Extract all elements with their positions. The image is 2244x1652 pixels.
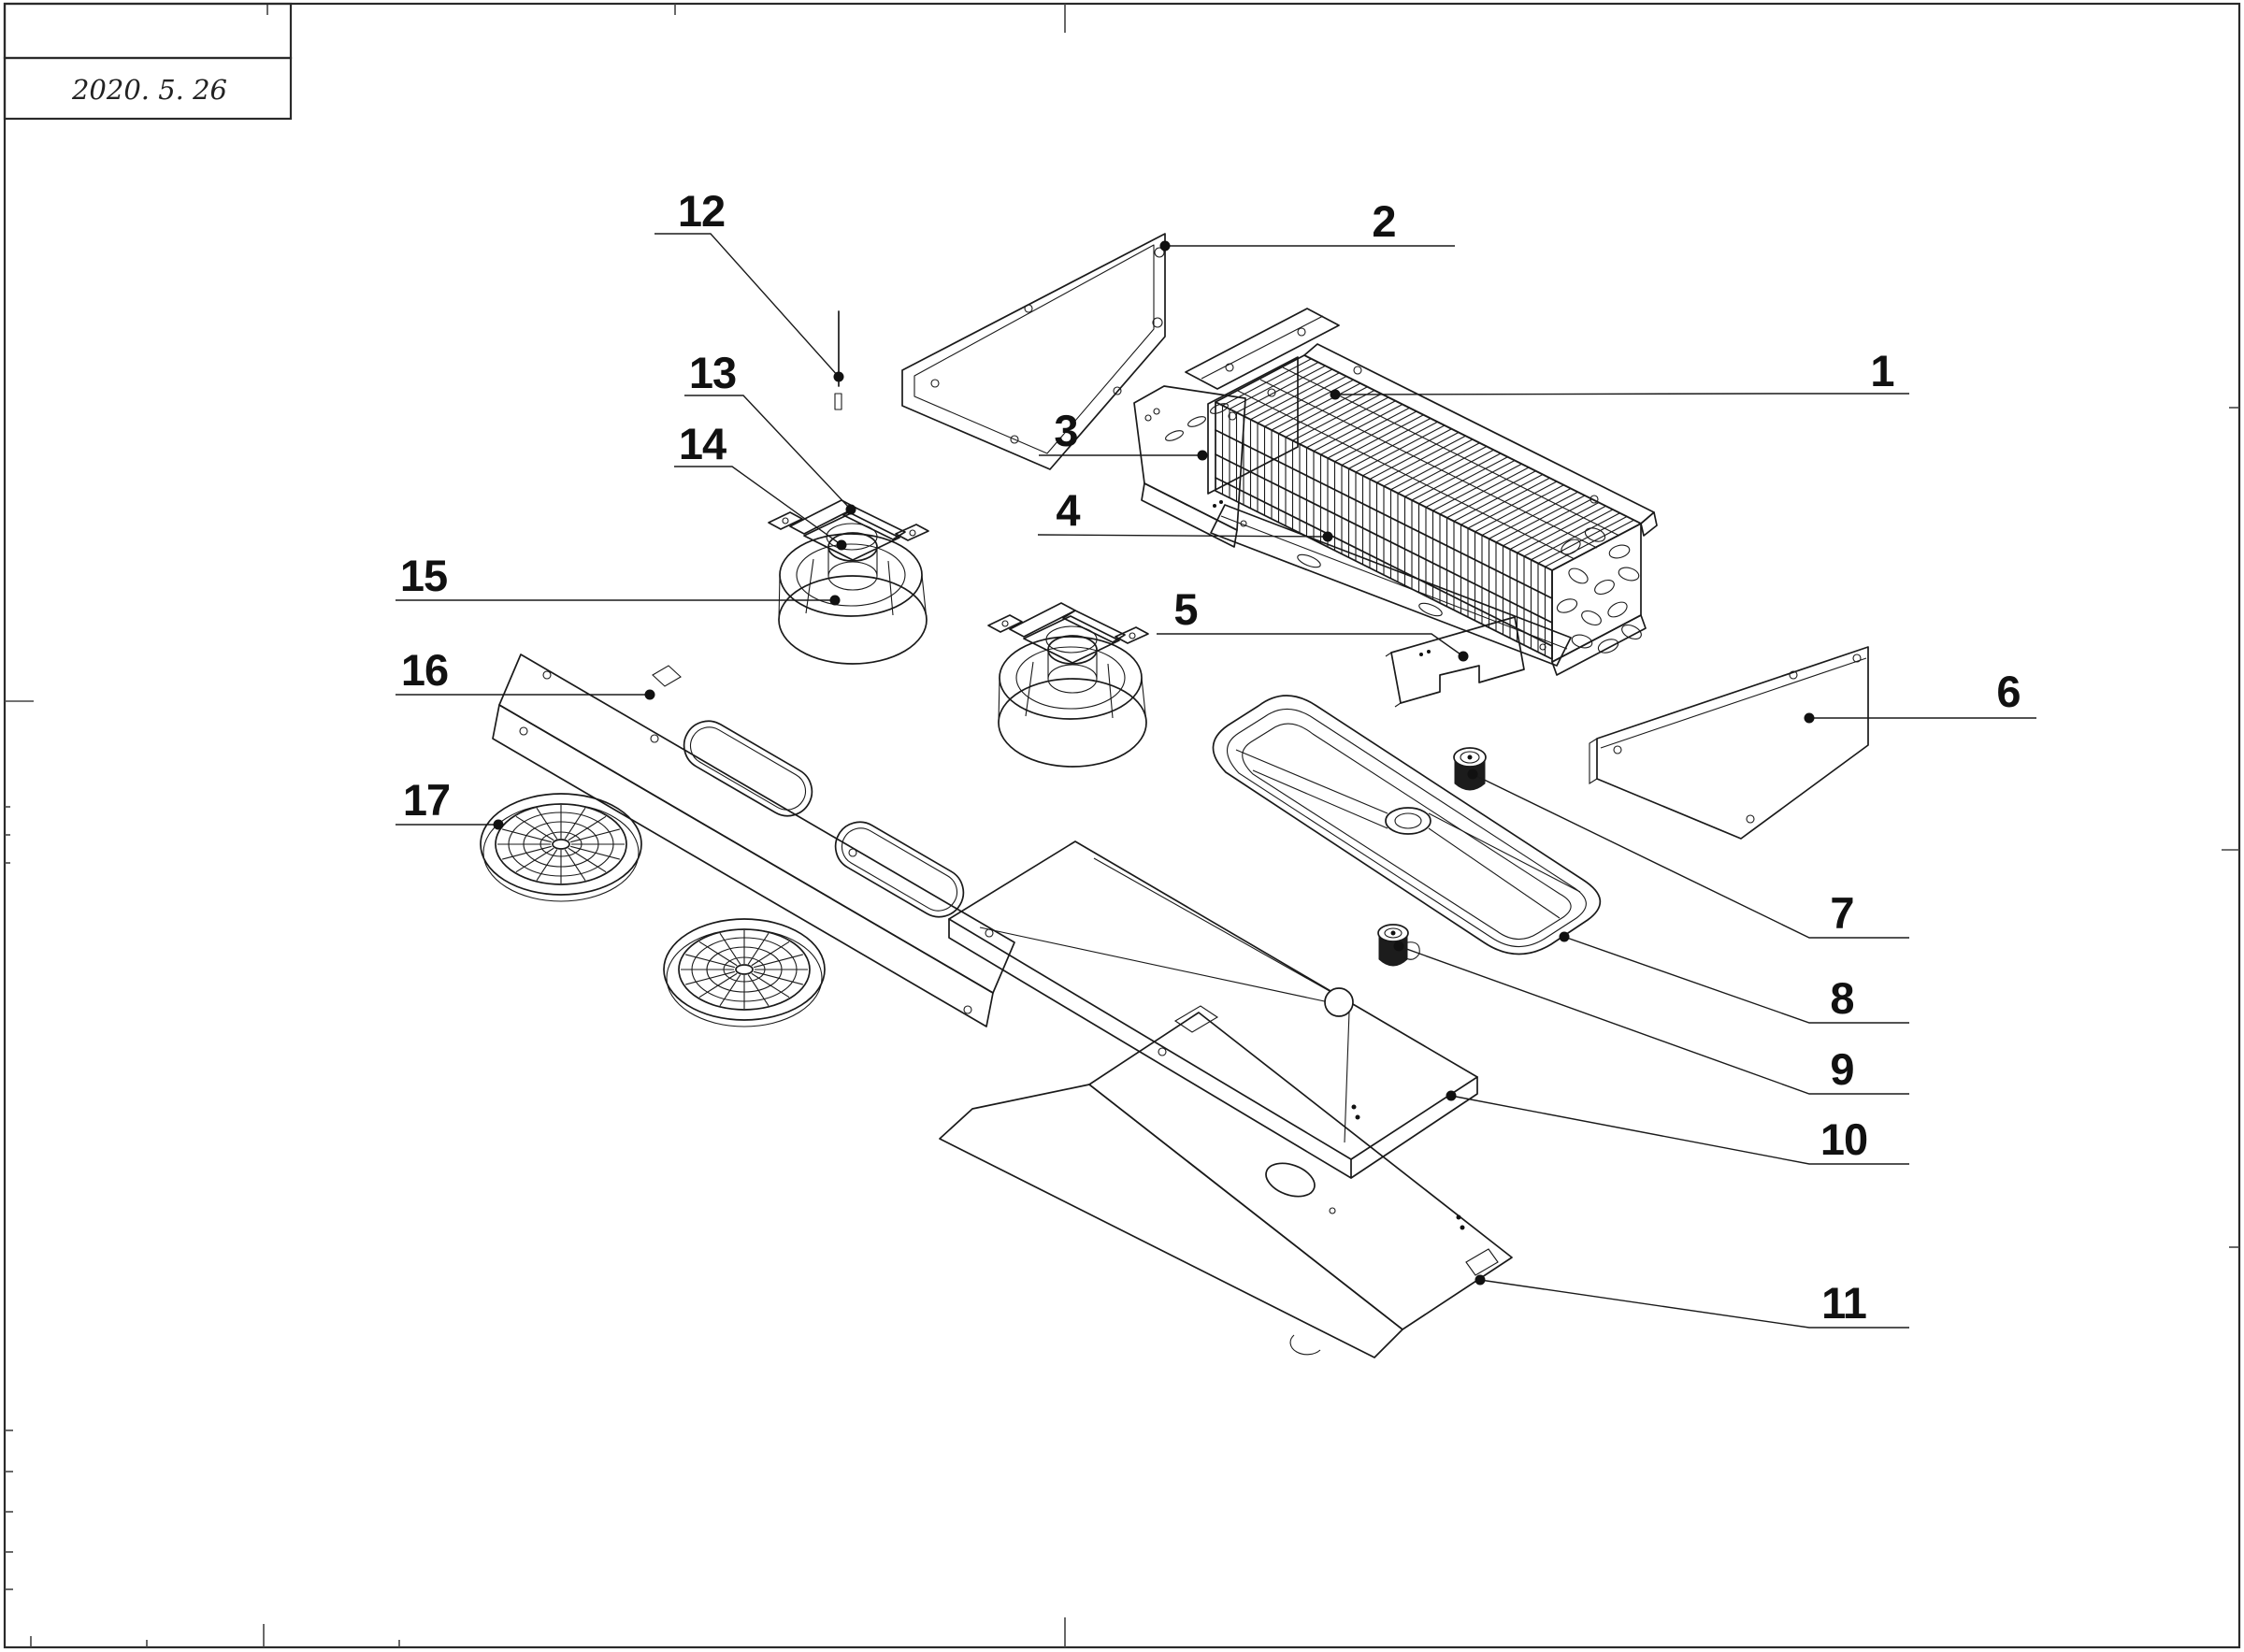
label-evaporator-coil: 1 [1330, 346, 1909, 400]
part-fan-mounting-panel [492, 654, 1015, 1027]
part-fan-grille-right [663, 918, 826, 1027]
title-block: 2020. 5. 26 [3, 2, 293, 121]
label-coil-bottom-rail: 4 [1037, 485, 1333, 542]
label-right-support-bracket: 5 [1157, 584, 1469, 662]
part-number-16: 16 [401, 645, 448, 695]
part-right-support-bracket [1385, 616, 1525, 708]
part-number-11: 11 [1821, 1278, 1866, 1328]
coil-left-bracket [1185, 308, 1340, 390]
label-right-side-panel: 6 [1804, 667, 2036, 724]
title-block-empty-cell [3, 2, 293, 60]
coil-left-end-plate [1207, 356, 1299, 495]
coil-u-bends [1556, 527, 1642, 654]
label-upper-drain-fitting: 7 [1467, 769, 1909, 939]
part-number-8: 8 [1830, 973, 1853, 1023]
label-fan-motor: 14 [674, 419, 847, 551]
part-number-5: 5 [1173, 584, 1197, 634]
title-block-date-cell [3, 56, 293, 121]
part-upper-drain-pan [1212, 695, 1602, 955]
label-fan-mounting-bracket: 13 [684, 348, 856, 515]
label-upper-drain-pan: 8 [1559, 931, 1909, 1024]
frame-tick-marks [5, 4, 2239, 1647]
revision-date: 2020. 5. 26 [71, 74, 227, 106]
part-sensor-probe [834, 310, 842, 410]
part-upper-drain-fitting [1453, 747, 1487, 791]
sheet-frame [3, 2, 2241, 1649]
part-number-6: 6 [1996, 667, 2020, 716]
part-number-3: 3 [1054, 406, 1077, 455]
label-fan-grille: 17 [396, 775, 504, 830]
part-number-2: 2 [1372, 196, 1395, 246]
label-fan-mounting-panel: 16 [396, 645, 655, 700]
part-bottom-tray [939, 1005, 1513, 1358]
part-number-10: 10 [1820, 1114, 1867, 1164]
part-number-13: 13 [689, 348, 736, 397]
coil-top-rail [1303, 343, 1655, 524]
part-number-1: 1 [1870, 346, 1893, 395]
part-right-side-panel [1589, 646, 1869, 840]
label-lower-drain-pan: 10 [1446, 1090, 1909, 1165]
part-fan-assembly-upper [768, 499, 929, 665]
part-fan-grille-left [480, 793, 642, 902]
part-number-12: 12 [678, 186, 725, 236]
part-evaporator-coil [1185, 308, 1658, 676]
part-number-9: 9 [1830, 1044, 1853, 1094]
label-fan-shroud: 15 [396, 551, 841, 606]
part-number-15: 15 [400, 551, 447, 600]
part-number-7: 7 [1830, 888, 1853, 938]
part-fan-assembly-lower [987, 602, 1149, 768]
label-top-front-panel: 2 [1159, 196, 1455, 251]
part-number-4: 4 [1056, 485, 1080, 535]
part-number-14: 14 [679, 419, 726, 468]
part-coil-bottom-rail [1210, 504, 1572, 667]
part-number-17: 17 [403, 775, 450, 825]
part-top-front-panel [901, 233, 1166, 470]
label-lower-drain-fitting: 9 [1393, 941, 1909, 1095]
label-bottom-tray: 11 [1474, 1274, 1909, 1329]
part-lower-drain-pan [948, 840, 1478, 1179]
part-left-side-plate [1133, 385, 1246, 548]
label-left-side-plate: 3 [1039, 406, 1208, 461]
label-sensor-probe: 12 [654, 186, 844, 382]
